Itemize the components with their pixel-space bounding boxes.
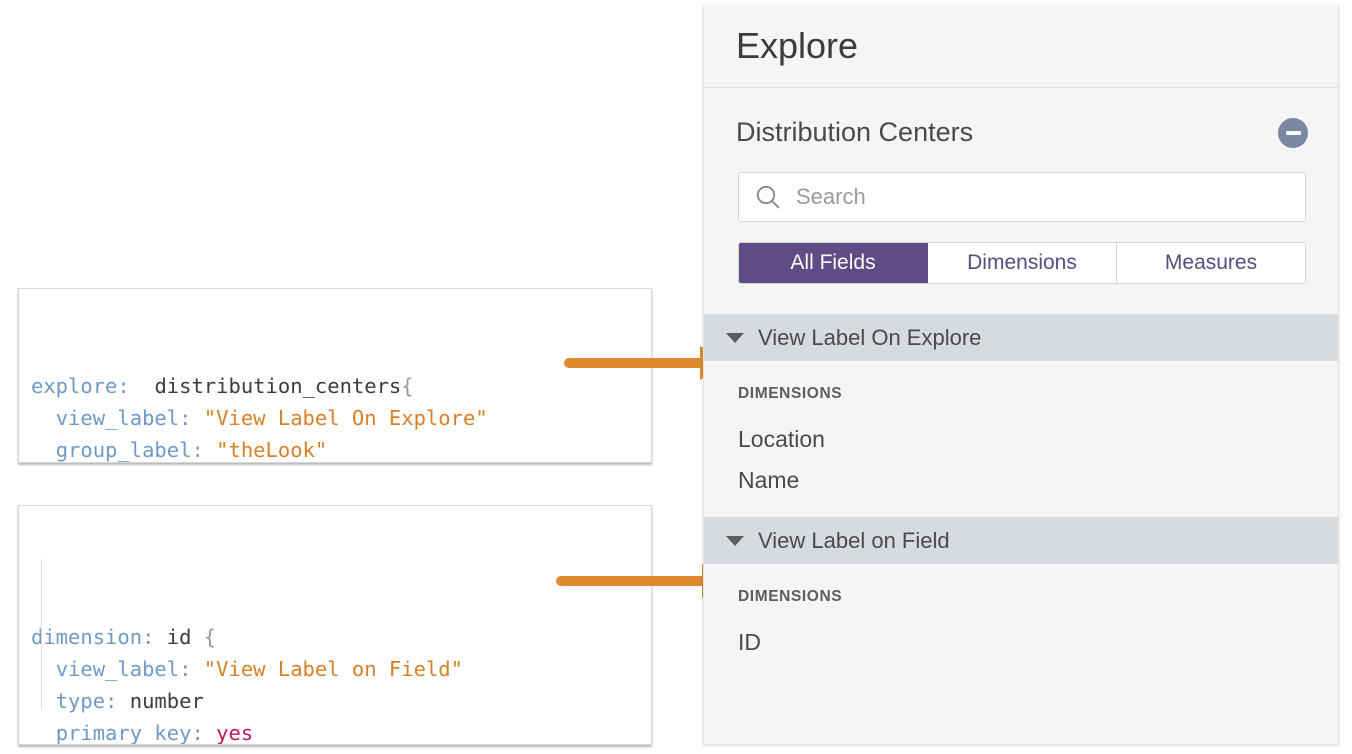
view-group-body-view-label-on-explore: DIMENSIONS Location Name <box>704 361 1338 517</box>
code-lines-explore: explore: distribution_centers{ view_labe… <box>31 370 651 462</box>
minus-circle-icon[interactable] <box>1278 117 1308 148</box>
explore-panel: Explore Distribution Centers All Fields … <box>703 5 1339 745</box>
tab-all-fields[interactable]: All Fields <box>739 243 928 283</box>
view-group-header-view-label-on-explore[interactable]: View Label On Explore <box>704 314 1338 361</box>
section-label-dimensions: DIMENSIONS <box>738 385 843 402</box>
search-icon <box>755 184 781 210</box>
code-line: type: number <box>55 689 204 713</box>
panel-title-bar: Explore <box>704 5 1338 88</box>
view-group-header-view-label-on-field[interactable]: View Label on Field <box>704 517 1338 564</box>
view-group-body-view-label-on-field: DIMENSIONS ID <box>704 564 1338 679</box>
field-item-id[interactable]: ID <box>738 629 761 655</box>
code-indent-guide <box>41 559 42 709</box>
caret-down-icon <box>726 332 744 343</box>
code-line: view_label: "View Label On Explore" <box>55 406 488 430</box>
code-line: explore: distribution_centers{ <box>31 374 414 398</box>
explore-header: Distribution Centers <box>704 88 1338 148</box>
code-line: primary_key: yes <box>55 721 254 745</box>
field-list: View Label On Explore DIMENSIONS Locatio… <box>704 314 1338 679</box>
view-group-label: View Label On Explore <box>758 324 982 350</box>
search-input[interactable] <box>794 173 1305 221</box>
tab-dimensions[interactable]: Dimensions <box>928 243 1117 283</box>
tab-measures[interactable]: Measures <box>1117 243 1305 283</box>
field-item-name[interactable]: Name <box>738 467 800 493</box>
view-group-label: View Label on Field <box>758 527 950 553</box>
field-item-location[interactable]: Location <box>738 426 825 452</box>
minus-bar <box>1285 130 1301 135</box>
code-block-explore: explore: distribution_centers{ view_labe… <box>18 288 652 463</box>
caret-down-icon <box>726 535 744 546</box>
field-filter-tabs: All Fields Dimensions Measures <box>738 242 1306 284</box>
section-label-dimensions: DIMENSIONS <box>738 588 843 605</box>
page-title: Explore <box>736 25 859 66</box>
code-line: dimension: id { <box>31 625 217 649</box>
explore-name: Distribution Centers <box>736 117 974 147</box>
search-bar[interactable] <box>738 172 1306 222</box>
code-line: group_label: "theLook" <box>55 438 328 462</box>
code-line: view_label: "View Label on Field" <box>55 657 463 681</box>
code-block-dimension: dimension: id { view_label: "View Label … <box>18 505 652 745</box>
code-lines-dimension: dimension: id { view_label: "View Label … <box>31 621 651 745</box>
